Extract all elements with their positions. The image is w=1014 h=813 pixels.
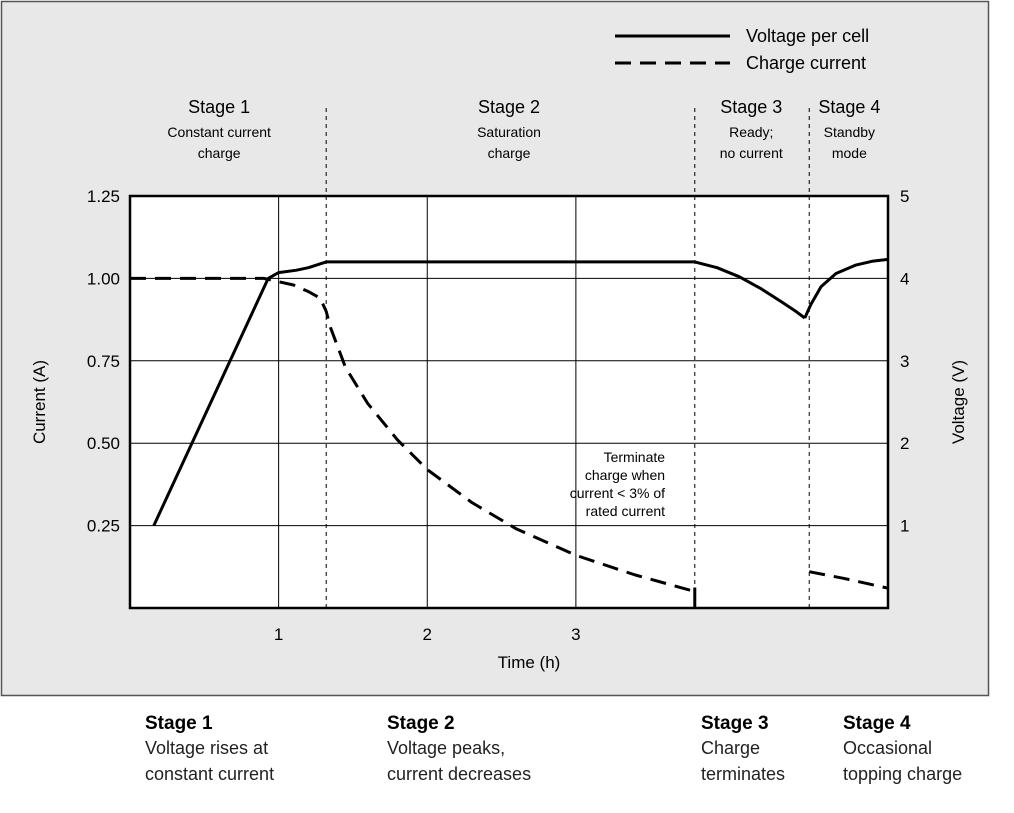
y-left-tick-label: 1.25 <box>87 187 120 206</box>
termination-annotation: rated current <box>586 503 665 519</box>
stage-header-desc: mode <box>832 145 867 161</box>
stage1-panel-title: Stage 1 <box>145 713 213 734</box>
stage3-panel-line1: Charge <box>701 738 761 758</box>
stage-header-title: Stage 1 <box>188 97 250 117</box>
termination-annotation: Terminate <box>604 449 666 465</box>
stage-header-desc: Standby <box>824 124 875 140</box>
stage4-panel: Stage 4 Occasional topping charge <box>843 713 962 787</box>
y-left-tick-label: 0.25 <box>87 517 120 536</box>
stage1-panel: Stage 1 Voltage rises at constant curren… <box>145 713 274 787</box>
x-axis-label: Time (h) <box>498 653 561 672</box>
stage-header-desc: Saturation <box>477 124 541 140</box>
legend-label: Charge current <box>746 53 866 73</box>
termination-annotation: current < 3% of <box>570 485 665 501</box>
y-right-tick-label: 5 <box>900 187 909 206</box>
y-right-tick-label: 3 <box>900 352 909 371</box>
stage-header-desc: charge <box>488 145 531 161</box>
stage-header-title: Stage 3 <box>720 97 782 117</box>
stage2-panel-line2: current decreases <box>387 764 532 784</box>
stage3-panel: Stage 3 Charge terminates <box>701 713 785 787</box>
stage4-panel-line2: topping charge <box>843 764 963 784</box>
termination-annotation: charge when <box>585 467 665 483</box>
voltage-per-cell-line <box>803 257 889 319</box>
stage-header-title: Stage 4 <box>818 97 880 117</box>
y-left-axis-label: Current (A) <box>30 360 49 444</box>
x-tick-label: 3 <box>571 625 580 644</box>
stage1-panel-line1: Voltage rises at <box>145 738 269 758</box>
legend-label: Voltage per cell <box>746 26 869 46</box>
y-left-tick-label: 0.50 <box>87 434 120 453</box>
y-left-tick-label: 0.75 <box>87 352 120 371</box>
plot-area <box>130 196 888 608</box>
plot-frame <box>128 194 890 610</box>
stage4-panel-title: Stage 4 <box>843 713 911 734</box>
stage3-panel-title: Stage 3 <box>701 713 769 734</box>
stage2-panel-title: Stage 2 <box>387 713 455 734</box>
y-left-tick-label: 1.00 <box>87 269 120 288</box>
stage-header-desc: Constant current <box>167 124 271 140</box>
stage-header-title: Stage 2 <box>478 97 540 117</box>
stage-header-desc: Ready; <box>729 124 773 140</box>
charge-current-line <box>808 570 889 590</box>
stage2-panel-line1: Voltage peaks, <box>387 738 506 758</box>
stage3-panel-line2: terminates <box>701 764 786 784</box>
y-right-axis-label: Voltage (V) <box>949 360 968 444</box>
stage-header-desc: no current <box>720 145 783 161</box>
x-tick-label: 2 <box>423 625 432 644</box>
x-tick-label: 1 <box>274 625 283 644</box>
voltage-per-cell-line <box>152 260 806 527</box>
charge-current-line <box>130 276 696 593</box>
y-right-tick-label: 1 <box>900 517 909 536</box>
stage-header-desc: charge <box>198 145 241 161</box>
y-right-tick-label: 2 <box>900 434 909 453</box>
stage2-panel: Stage 2 Voltage peaks, current decreases <box>387 713 531 787</box>
stage1-panel-line2: constant current <box>145 764 275 784</box>
stage4-panel-line1: Occasional <box>843 738 933 758</box>
y-right-tick-label: 4 <box>900 269 909 288</box>
